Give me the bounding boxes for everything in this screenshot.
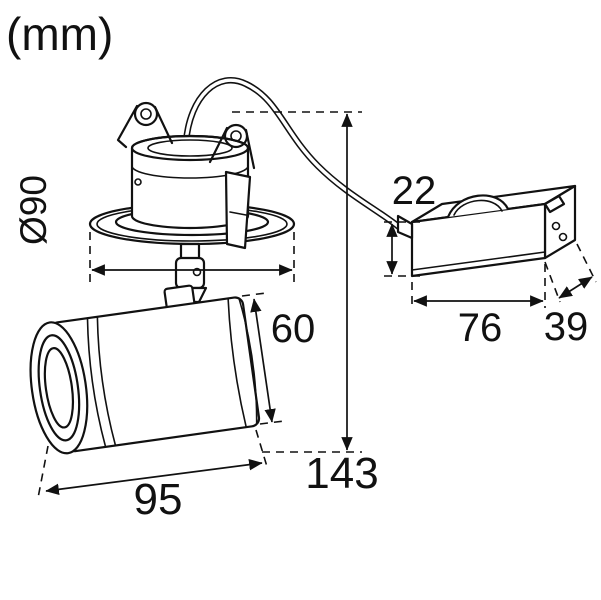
cable-entry-tab bbox=[396, 214, 414, 240]
power-cable bbox=[182, 76, 403, 231]
dimension-driver-depth: 39 bbox=[544, 243, 597, 349]
driver-spring-cover bbox=[446, 194, 509, 218]
driver-box bbox=[396, 184, 577, 278]
trim-diameter-label: Ø90 bbox=[13, 175, 54, 245]
head-front-rim bbox=[29, 321, 89, 455]
dimension-driver-height: 22 bbox=[384, 169, 437, 277]
spring-clip-right bbox=[208, 123, 256, 170]
total-height-label: 143 bbox=[305, 449, 378, 498]
units-label: (mm) bbox=[6, 8, 113, 60]
dimension-head-diameter: 60 bbox=[241, 292, 316, 425]
head-diameter-label: 60 bbox=[271, 307, 316, 351]
recessed-housing bbox=[88, 101, 296, 304]
head-length-label: 95 bbox=[134, 475, 183, 524]
driver-bracket-ear bbox=[543, 194, 566, 214]
driver-depth-label: 39 bbox=[544, 305, 589, 349]
spring-clip-left bbox=[116, 101, 174, 149]
dimension-trim-diameter: Ø90 bbox=[13, 175, 295, 282]
retaining-clip bbox=[224, 170, 252, 250]
driver-height-label: 22 bbox=[392, 169, 437, 213]
driver-length-label: 76 bbox=[458, 306, 503, 350]
housing-can bbox=[130, 134, 250, 230]
dimension-head-length: 95 bbox=[37, 429, 269, 524]
dimension-total-height: 143 bbox=[232, 111, 379, 498]
dimension-driver-length: 76 bbox=[411, 264, 546, 350]
spotlight-head bbox=[29, 284, 261, 455]
